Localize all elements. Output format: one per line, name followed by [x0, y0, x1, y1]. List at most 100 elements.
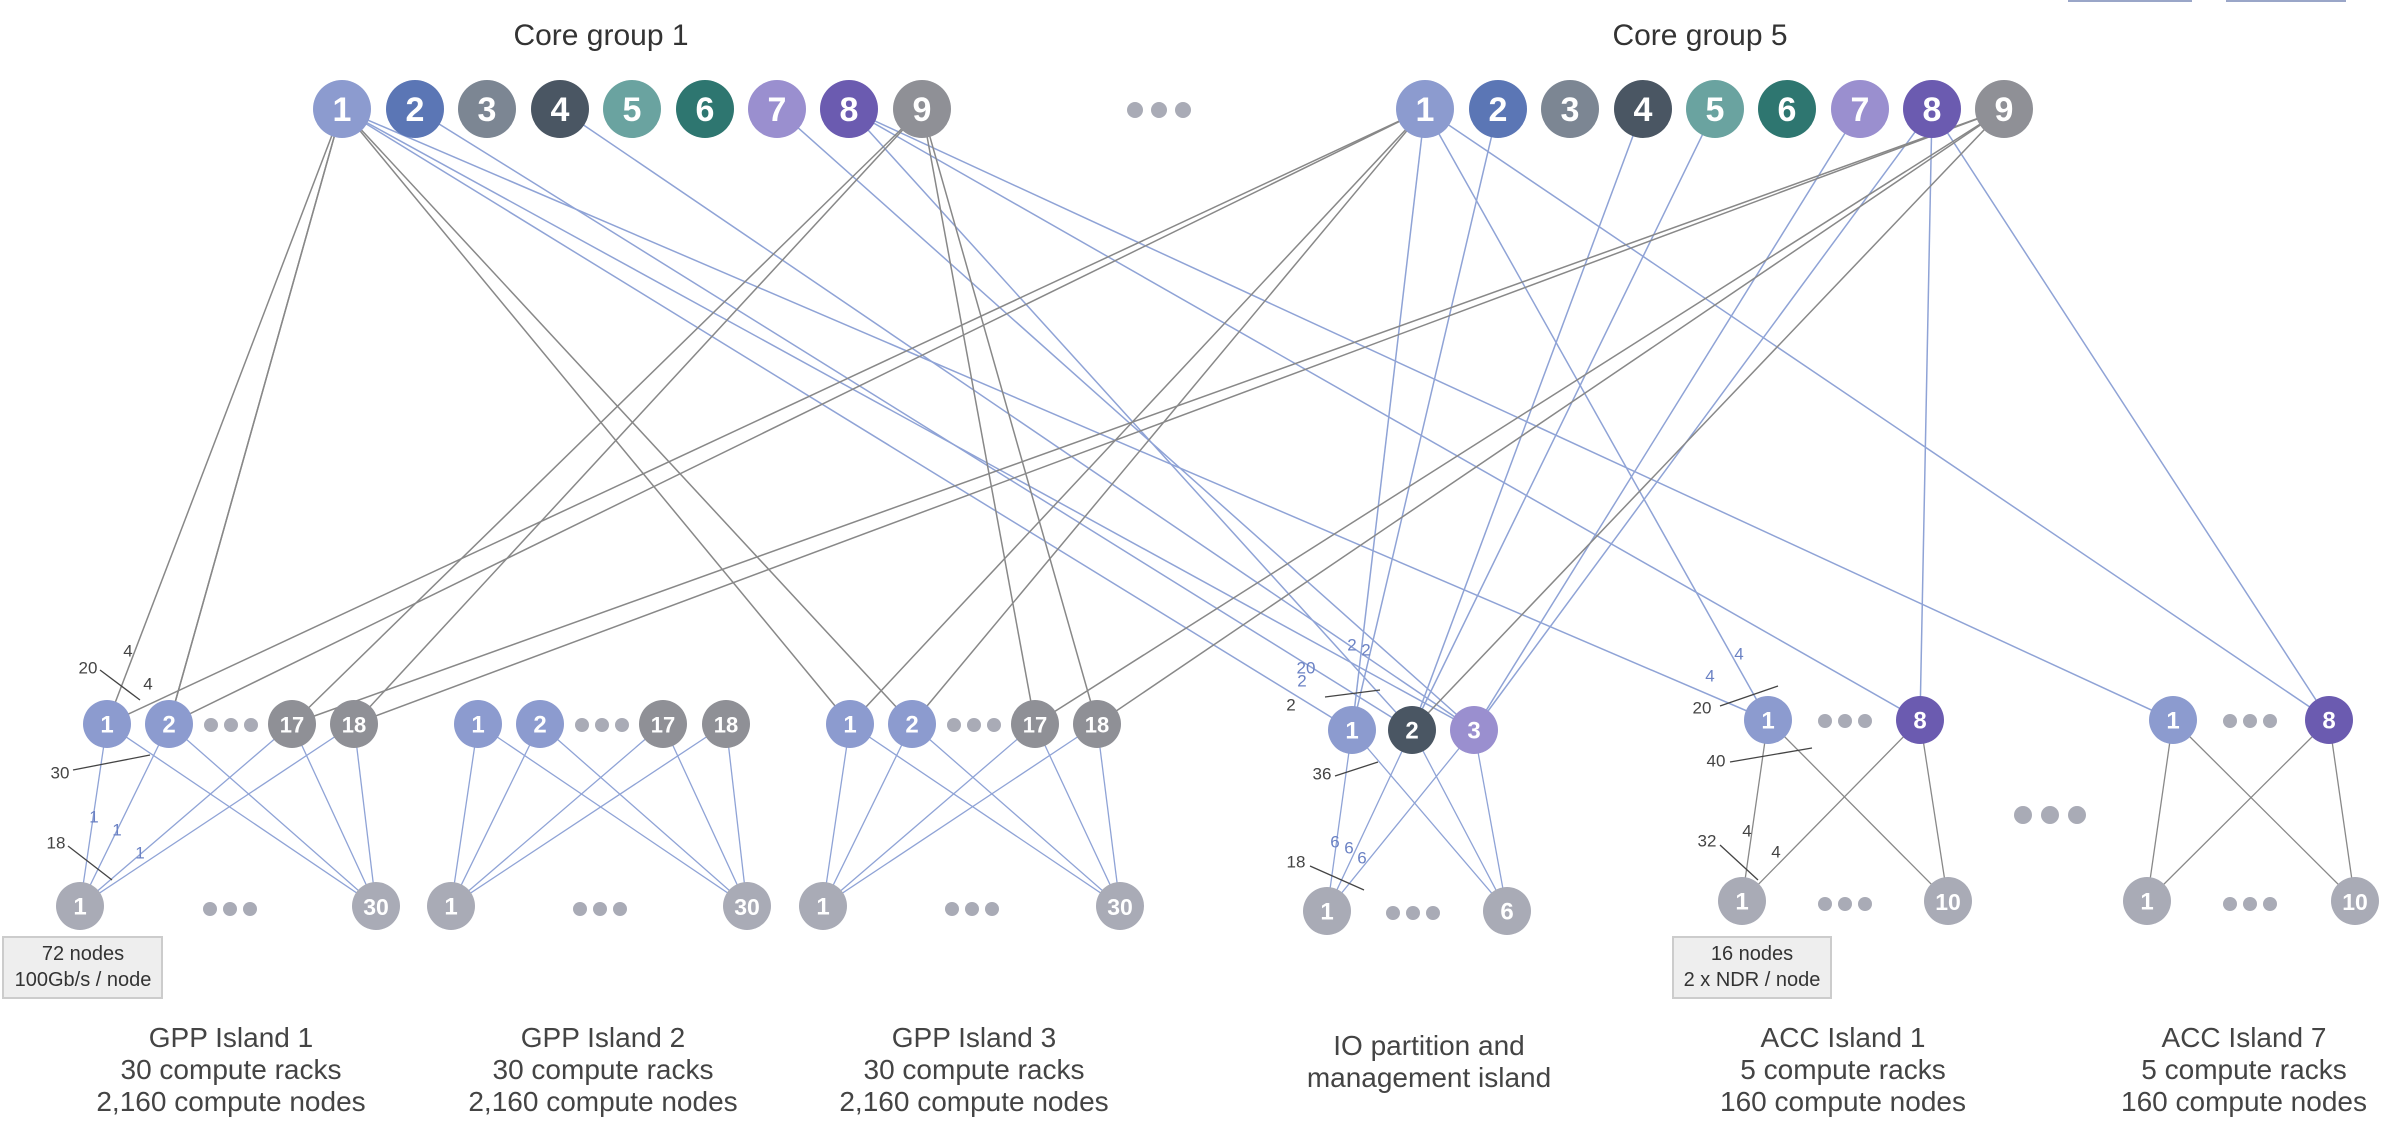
core-group-5-node-7: 7: [1831, 80, 1889, 138]
core-group-1-node-3: 3: [458, 80, 516, 138]
island-leaf-1-label: 1: [1735, 889, 1748, 916]
switch-to-leaf-link: [291, 723, 377, 907]
core-group-1-node-1-label: 1: [333, 91, 352, 129]
island-leaf-10-label: 10: [1935, 889, 1961, 915]
label-tick: [99, 669, 141, 701]
core-group-5-node-6: 6: [1758, 80, 1816, 138]
island-switch-18: 18: [702, 700, 750, 748]
island-nodes: 160 compute nodes: [2121, 1086, 2367, 1117]
island-switch-17-circle: [268, 700, 316, 748]
core1-n9-to-gpp3-sw17: [921, 108, 1036, 725]
label-tick: [1309, 865, 1365, 891]
island-caption-gpp-1: GPP Island 1 30 compute racks 2,160 comp…: [96, 1022, 365, 1117]
island-switch-1: 1: [2149, 696, 2197, 744]
island-leaf-1: 1: [2123, 877, 2171, 925]
core-group-5-node-9: 9: [1975, 80, 2033, 138]
label-tick: [1719, 844, 1759, 881]
island-switch-18-label: 18: [714, 713, 738, 738]
core5-n9-to-io-sw2: [1411, 108, 2005, 731]
link-count-label: 1: [112, 821, 121, 840]
island-name: ACC Island 1: [1761, 1022, 1926, 1053]
island-leaf-1-circle: [799, 882, 847, 930]
island-switch-2-label: 2: [162, 712, 175, 739]
core-ellipsis: [1127, 102, 1191, 118]
switch-to-leaf-link: [2172, 719, 2356, 902]
island-leaf-1-label: 1: [1320, 899, 1333, 926]
island-switch-18: 18: [330, 700, 378, 748]
switch-to-leaf-link: [106, 723, 377, 907]
core-group-1-node-7: 7: [748, 80, 806, 138]
island-switch-17: 17: [268, 700, 316, 748]
gpp2-switch-ellipsis: [575, 718, 629, 732]
island-nodes: 2,160 compute nodes: [96, 1086, 365, 1117]
island-leaf-30: 30: [352, 882, 400, 930]
core5-n9-to-gpp3-sw18: [1096, 108, 2005, 725]
acc1-leaf-ellipsis-dot: [1858, 897, 1872, 911]
acc7-switch-ellipsis: [2223, 714, 2277, 728]
core1-n7-to-io-sw3: [776, 108, 1475, 731]
core-group-5-node-2-label: 2: [1489, 91, 1508, 129]
gpp3-switch-ellipsis-dot: [947, 718, 961, 732]
island-switch-17-label: 17: [1023, 713, 1047, 738]
core-group-1-node-3-circle: [458, 80, 516, 138]
gpp2-leaf-ellipsis-dot: [573, 902, 587, 916]
island-switch-2: 2: [888, 700, 936, 748]
island-switch-18: 18: [1073, 700, 1121, 748]
acc1-leaf-ellipsis-dot: [1818, 897, 1832, 911]
link-count-label: 2: [1297, 672, 1306, 691]
island-caption-gpp-3: GPP Island 3 30 compute racks 2,160 comp…: [839, 1022, 1108, 1117]
island-leaf-1: 1: [1303, 887, 1351, 935]
island-name: ACC Island 7: [2162, 1022, 2327, 1053]
core-group-5-node-4-label: 4: [1634, 91, 1653, 129]
core5-n1-to-acc1-sw1: [1424, 108, 1769, 721]
island-switch-17-label: 17: [280, 713, 304, 738]
switch-to-leaf-link: [450, 723, 479, 907]
core-group-1-node-4: 4: [531, 80, 589, 138]
core1-n1-to-gpp3-sw2: [341, 108, 913, 725]
gpp3-leaf-ellipsis-dot: [985, 902, 999, 916]
link-count-label: 1: [135, 844, 144, 863]
links-layer: [79, 108, 2356, 912]
core-group-5-node-5: 5: [1686, 80, 1744, 138]
link-count-label: 2: [1347, 636, 1356, 655]
ellipsis-layer: [203, 102, 2277, 920]
island-switch-1: 1: [83, 700, 131, 748]
island-leaf-1-label: 1: [444, 894, 457, 921]
link-count-label: 4: [1742, 822, 1751, 841]
island-switch-17: 17: [639, 700, 687, 748]
switch-to-leaf-link: [1326, 729, 1353, 912]
core1-n8-to-acc1-sw8: [848, 108, 1921, 721]
core1-n1-to-io-sw1: [341, 108, 1353, 731]
acc1-switch-ellipsis-dot: [1818, 714, 1832, 728]
core-group-5-node-9-circle: [1975, 80, 2033, 138]
acc-islands-ellipsis-dot: [2014, 806, 2032, 824]
core1-n1-to-gpp3-sw1: [341, 108, 851, 725]
island-switch-2: 2: [516, 700, 564, 748]
island-switch-18-label: 18: [1085, 713, 1109, 738]
core-group-5-node-5-label: 5: [1706, 91, 1725, 129]
island-leaf-1: 1: [1718, 877, 1766, 925]
island-leaf-1-circle: [1303, 887, 1351, 935]
island-racks: 5 compute racks: [2141, 1054, 2346, 1085]
core-group-5-title: Core group 5: [1612, 19, 1787, 52]
island-name: IO partition and: [1333, 1030, 1524, 1061]
switch-to-leaf-link: [911, 723, 1121, 907]
core-group-1-node-7-label: 7: [768, 91, 787, 129]
core-group-5-node-3: 3: [1541, 80, 1599, 138]
core5-n9-to-gpp1-sw17: [291, 108, 2005, 725]
core-group-5-node-1-circle: [1396, 80, 1454, 138]
island-switch-1: 1: [826, 700, 874, 748]
core5-n8-to-io-sw3: [1473, 108, 1933, 731]
core1-n1-to-gpp1-sw2-b: [168, 108, 343, 725]
link-count-label: 4: [1705, 667, 1714, 686]
island-switch-1-label: 1: [1345, 718, 1358, 745]
core-group-5-node-2: 2: [1469, 80, 1527, 138]
island-switch-2-circle: [145, 700, 193, 748]
island-switch-2-label: 2: [905, 712, 918, 739]
link-count-label: 1: [89, 808, 98, 827]
core5-n9-to-gpp3-sw17: [1034, 108, 2005, 725]
acc7-switch-ellipsis-dot: [2263, 714, 2277, 728]
